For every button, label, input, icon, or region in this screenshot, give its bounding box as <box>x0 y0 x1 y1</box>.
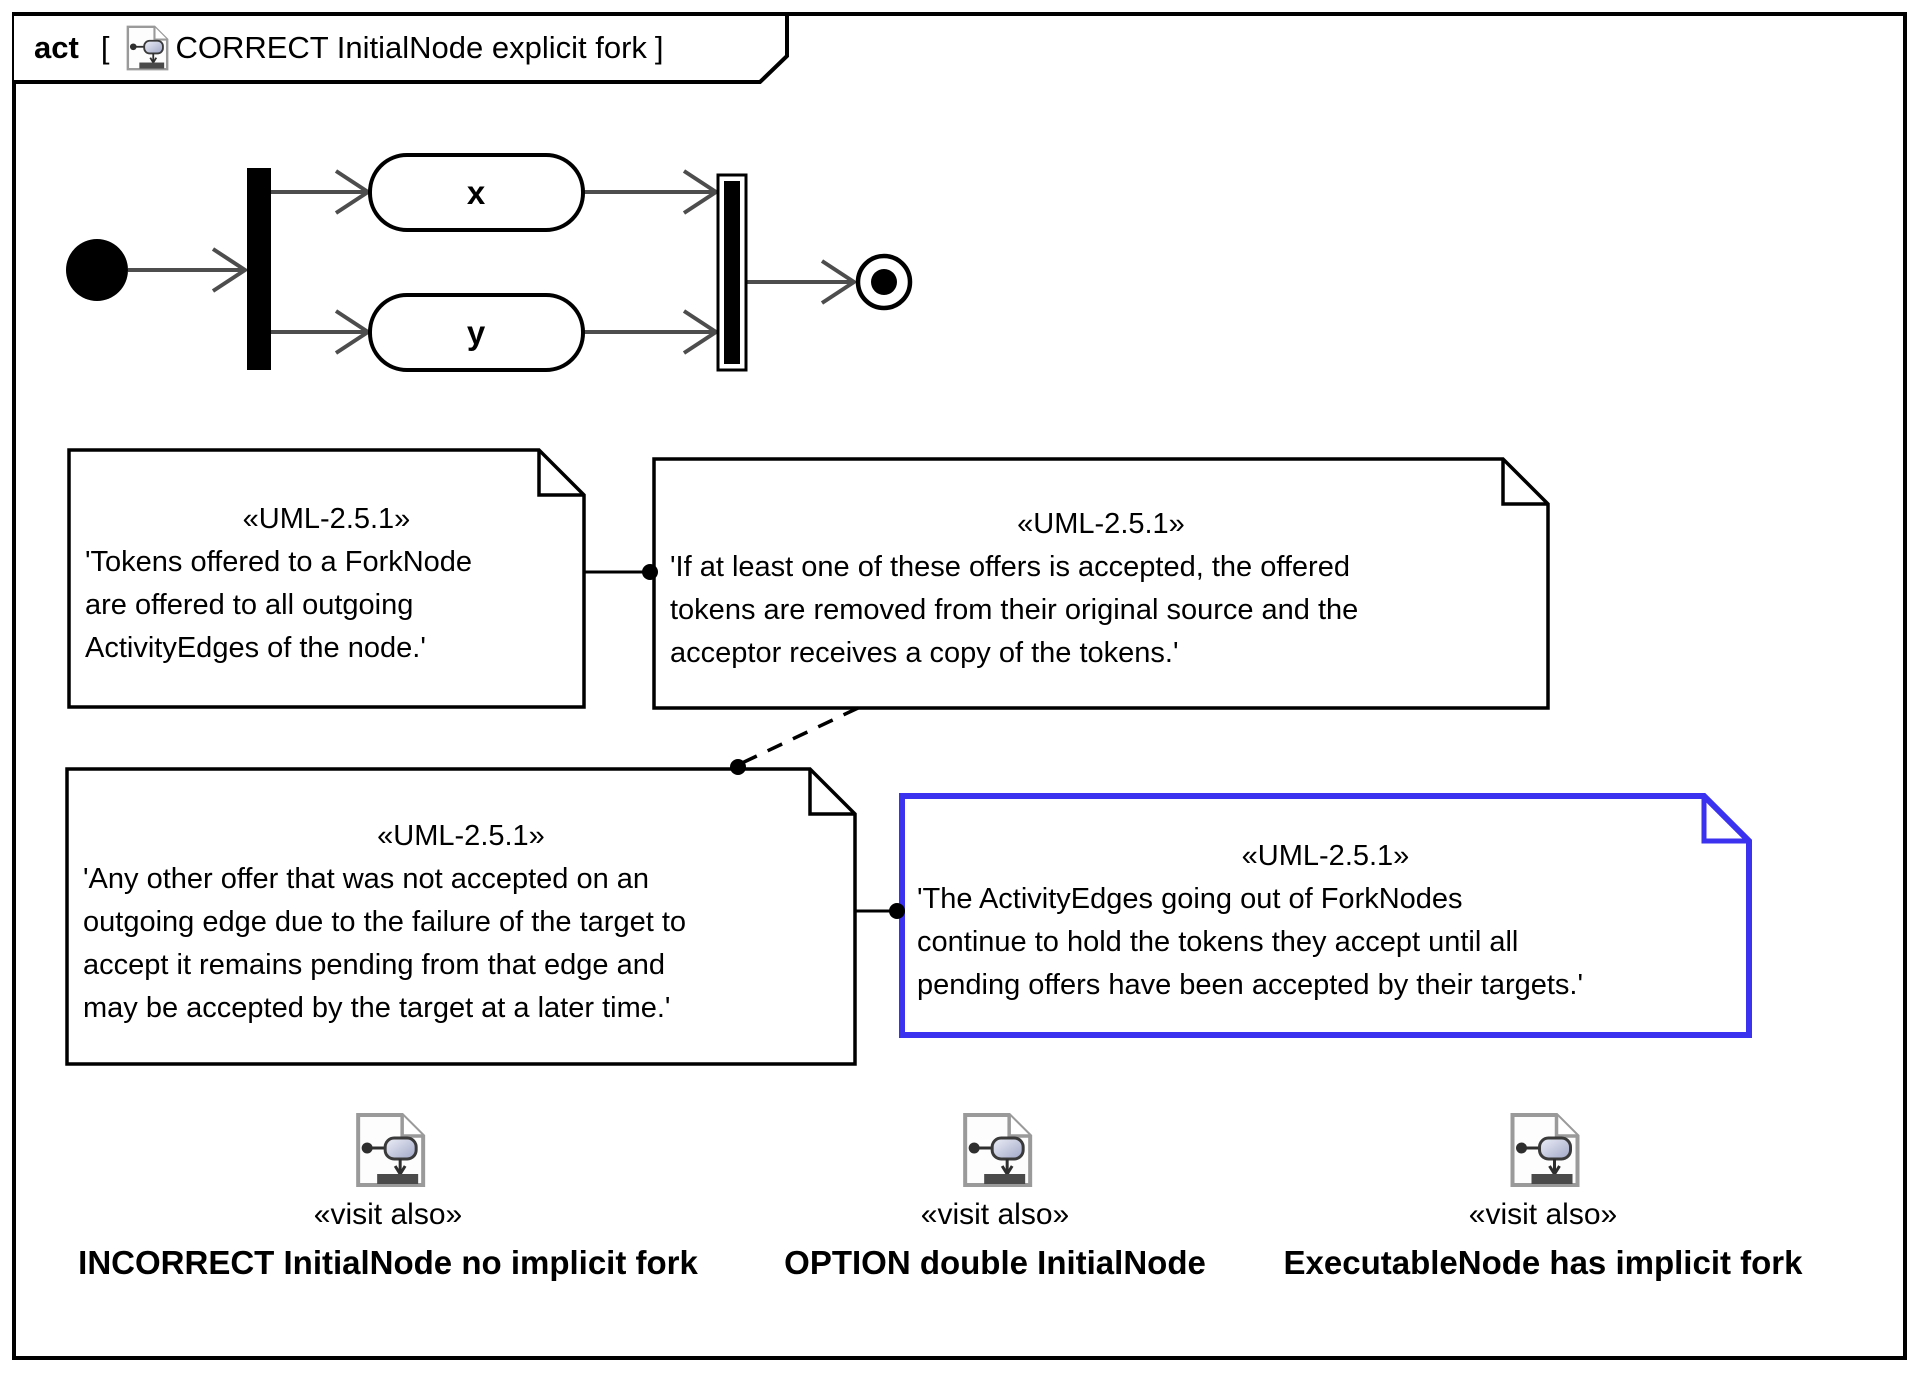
note-stereotype: «UML-2.5.1» <box>1017 508 1185 540</box>
bracket-close: ] <box>654 30 664 65</box>
note-shape <box>65 767 857 1066</box>
activity-diagram-icon <box>127 25 169 71</box>
note-text-line: accept it remains pending from that edge… <box>83 948 665 981</box>
frame-title-tab[interactable]: act [ CORRECT InitialNode explicit fork … <box>12 12 789 84</box>
frame-tab-shape <box>14 12 789 84</box>
note-text-line: outgoing edge due to the failure of the … <box>83 905 687 938</box>
visit-also-label: INCORRECT InitialNode no implicit fork <box>78 1244 698 1281</box>
note-text-line: are offered to all outgoing <box>85 589 414 621</box>
note-text-line: 'The ActivityEdges going out of ForkNode… <box>917 883 1463 915</box>
bracket-open: [ <box>100 30 110 65</box>
note-text-line: pending offers have been accepted by the… <box>917 969 1584 1001</box>
note-text-line: acceptor receives a copy of the tokens.' <box>670 637 1179 669</box>
visit-also-label: ExecutableNode has implicit fork <box>1283 1244 1803 1281</box>
note-stereotype: «UML-2.5.1» <box>1241 840 1410 872</box>
frame-keyword: act <box>34 30 79 65</box>
note-shape-highlighted <box>899 793 1752 1038</box>
note-text-line: ActivityEdges of the node.' <box>85 632 426 664</box>
note-tokens-offered[interactable]: «UML-2.5.1» 'Tokens offered to a ForkNod… <box>67 448 586 709</box>
note-text-line: 'Tokens offered to a ForkNode <box>85 546 473 578</box>
diagram-name: CORRECT InitialNode explicit fork <box>175 30 647 65</box>
note-stereotype: «UML-2.5.1» <box>242 503 411 535</box>
note-edges-hold-tokens-highlighted[interactable]: «UML-2.5.1» 'The ActivityEdges going out… <box>899 793 1752 1038</box>
note-text-line: tokens are removed from their original s… <box>670 594 1359 626</box>
activity-diagram-icon <box>1510 1113 1580 1187</box>
visit-also-stereotype: «visit also» <box>313 1198 463 1231</box>
note-offer-pending[interactable]: «UML-2.5.1» 'Any other offer that was no… <box>65 767 857 1066</box>
note-text-line: may be accepted by the target at a later… <box>83 991 671 1024</box>
note-offer-accepted[interactable]: «UML-2.5.1» 'If at least one of these of… <box>652 457 1550 710</box>
note-shape <box>652 457 1550 710</box>
activity-diagram-icon <box>962 1113 1032 1187</box>
visit-also-item-incorrect-initialnode[interactable]: «visit also» INCORRECT InitialNode no im… <box>78 1112 698 1282</box>
visit-also-label: OPTION double InitialNode <box>784 1244 1206 1281</box>
note-text-line: 'Any other offer that was not accepted o… <box>83 862 650 895</box>
visit-also-stereotype: «visit also» <box>920 1198 1070 1231</box>
note-text-line: continue to hold the tokens they accept … <box>917 926 1519 958</box>
visit-also-stereotype: «visit also» <box>1468 1198 1618 1231</box>
note-stereotype: «UML-2.5.1» <box>377 819 545 852</box>
visit-also-item-executablenode-implicit-fork[interactable]: «visit also» ExecutableNode has implicit… <box>1283 1112 1803 1282</box>
activity-diagram-icon <box>356 1113 425 1187</box>
visit-also-item-option-double-initialnode[interactable]: «visit also» OPTION double InitialNode <box>784 1112 1206 1282</box>
note-shape <box>67 448 586 709</box>
note-text-line: 'If at least one of these offers is acce… <box>670 551 1350 583</box>
